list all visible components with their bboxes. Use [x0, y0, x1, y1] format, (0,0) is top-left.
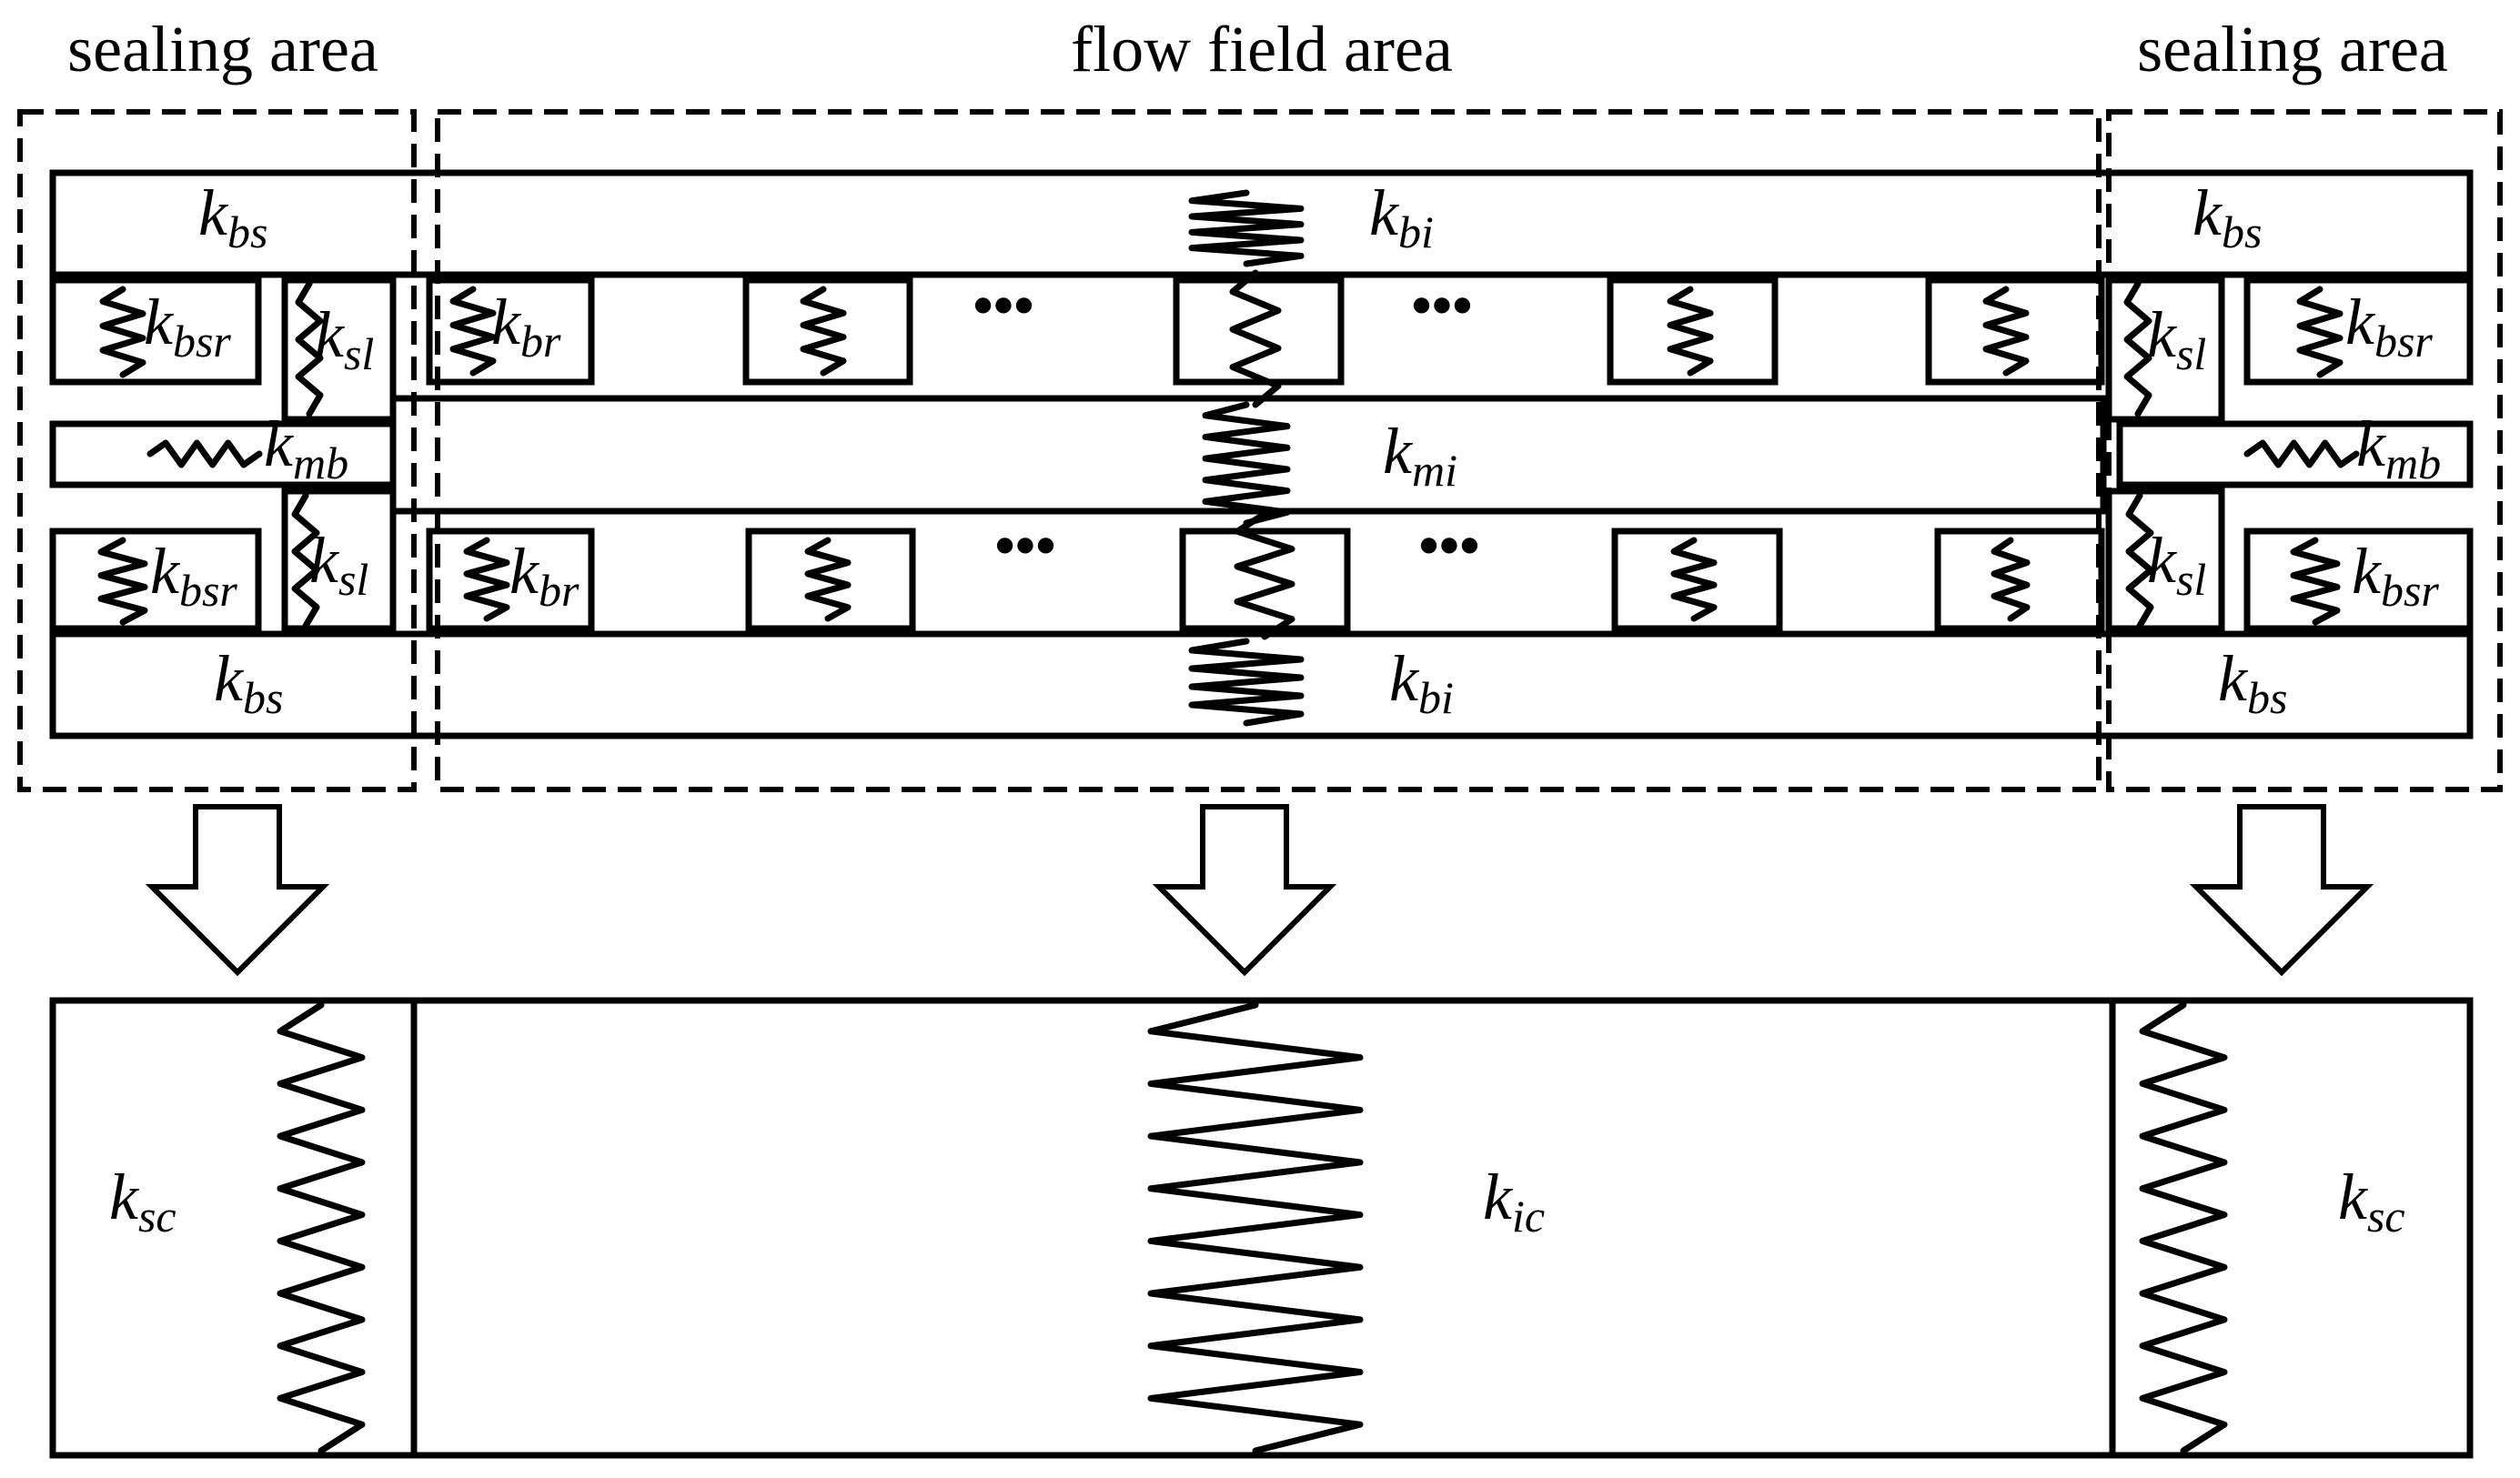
- spring-kbr-bottom-3: [1234, 510, 1295, 640]
- label-ksl-bottom-right: ksl: [2147, 524, 2206, 605]
- top-layer-bar: [49, 169, 2474, 278]
- spring-kbsr-bottom-right: [2290, 537, 2341, 626]
- rib-box-top-2: [742, 276, 913, 386]
- label-ksl-bottom-left: ksl: [309, 524, 368, 605]
- label-ksl-top-right: ksl: [2147, 298, 2206, 379]
- right-mb-bar: [2116, 420, 2474, 488]
- spring-ksl-bottom-right: [2125, 492, 2154, 629]
- label-kbsr-top-left: kbsr: [144, 286, 231, 367]
- label-kmb-left: kmb: [264, 407, 348, 488]
- spring-kmb-right: [2243, 439, 2360, 468]
- rib-box-bottom-1: [426, 528, 595, 632]
- label-kbs-bottom-left: kbs: [214, 642, 283, 723]
- label-kbs-bottom-right: kbs: [2218, 642, 2287, 723]
- label-kbi-bottom: kbi: [1389, 642, 1454, 723]
- spring-kbr-top-4: [1667, 286, 1714, 377]
- spring-kbr-top-2: [800, 286, 847, 377]
- label-kmi: kmi: [1383, 415, 1457, 496]
- right-bottom-sl-column: [2105, 488, 2225, 632]
- spring-kbr-bottom-1: [463, 537, 510, 622]
- spring-kmb-left: [146, 439, 263, 468]
- rib-box-bottom-4: [1611, 528, 1783, 632]
- label-kbr-top: kbr: [491, 286, 561, 367]
- spring-kbi-top: [1188, 189, 1305, 267]
- left-bottom-bsr-box: [49, 528, 262, 632]
- ellipsis-bottom-2: •••: [1418, 513, 1479, 578]
- header-right-sealing-area: sealing area: [2137, 13, 2448, 85]
- left-top-bsr-box: [49, 276, 262, 386]
- flow-field-region: [435, 109, 2102, 792]
- label-ksc-left: ksc: [109, 1161, 176, 1242]
- spring-kbsr-bottom-left: [97, 537, 148, 626]
- label-kbs-top-right: kbs: [2192, 176, 2262, 257]
- spring-kbr-bottom-2: [804, 537, 852, 622]
- spring-ksc-right: [2139, 1001, 2228, 1454]
- label-kbs-top-left: kbs: [198, 176, 267, 257]
- right-top-sl-column: [2105, 276, 2225, 423]
- right-top-bsr-box: [2243, 276, 2474, 386]
- left-mb-bar: [49, 420, 397, 488]
- spring-kbr-bottom-5: [1991, 537, 2031, 622]
- left-sealing-region: [17, 109, 417, 792]
- label-kbsr-bottom-left: kbsr: [150, 535, 237, 616]
- rib-box-top-4: [1607, 276, 1779, 386]
- label-kic: kic: [1483, 1161, 1545, 1242]
- left-bottom-sl-column: [281, 488, 397, 632]
- header-left-sealing-area: sealing area: [67, 13, 378, 85]
- rib-box-top-3: [1173, 276, 1345, 386]
- down-arrow-center: [1152, 804, 1337, 977]
- label-kbsr-bottom-right: kbsr: [2352, 535, 2439, 616]
- label-ksl-top-left: ksl: [315, 298, 374, 379]
- rib-box-top-5: [1925, 276, 2105, 386]
- spring-kbr-bottom-4: [1670, 537, 1718, 622]
- label-kbr-bottom: kbr: [509, 535, 580, 616]
- rib-box-bottom-2: [745, 528, 916, 632]
- label-kbsr-top-right: kbsr: [2345, 286, 2433, 367]
- ellipsis-top-2: •••: [1411, 273, 1472, 337]
- rib-box-top-1: [426, 276, 595, 386]
- spring-kbr-top-3: [1229, 269, 1282, 408]
- left-top-sl-column: [281, 276, 397, 423]
- spring-kbsr-top-right: [2296, 286, 2344, 378]
- spring-ksc-left: [277, 1001, 366, 1454]
- right-bottom-bsr-box: [2243, 528, 2474, 632]
- label-kbi-top: kbi: [1369, 176, 1434, 257]
- spring-kbr-top-5: [1982, 286, 2030, 377]
- bottom-layer-bar: [49, 630, 2474, 739]
- spring-kbsr-top-left: [99, 286, 146, 378]
- right-sealing-region: [2106, 109, 2503, 792]
- spring-kbi-bottom: [1188, 638, 1305, 727]
- rib-box-bottom-5: [1934, 528, 2105, 632]
- label-ksc-right: ksc: [2338, 1161, 2405, 1242]
- spring-ksl-top-left: [295, 280, 324, 417]
- spring-kbr-top-1: [449, 286, 497, 377]
- spring-ksl-bottom-left: [291, 492, 320, 629]
- spring-kmi: [1202, 401, 1291, 527]
- spring-ksl-top-right: [2123, 280, 2152, 417]
- ellipsis-bottom-1: •••: [994, 513, 1055, 578]
- header-flow-field-area: flow field area: [1071, 13, 1453, 85]
- springs-group: [97, 189, 2360, 1454]
- down-arrow-left: [145, 804, 330, 977]
- equivalent-model-box: [49, 997, 2474, 1459]
- spring-kic: [1147, 1001, 1364, 1454]
- rib-box-bottom-3: [1179, 528, 1351, 632]
- down-arrow-right: [2189, 804, 2374, 977]
- ellipsis-top-1: •••: [973, 273, 1033, 337]
- label-kmb-right: kmb: [2356, 407, 2441, 488]
